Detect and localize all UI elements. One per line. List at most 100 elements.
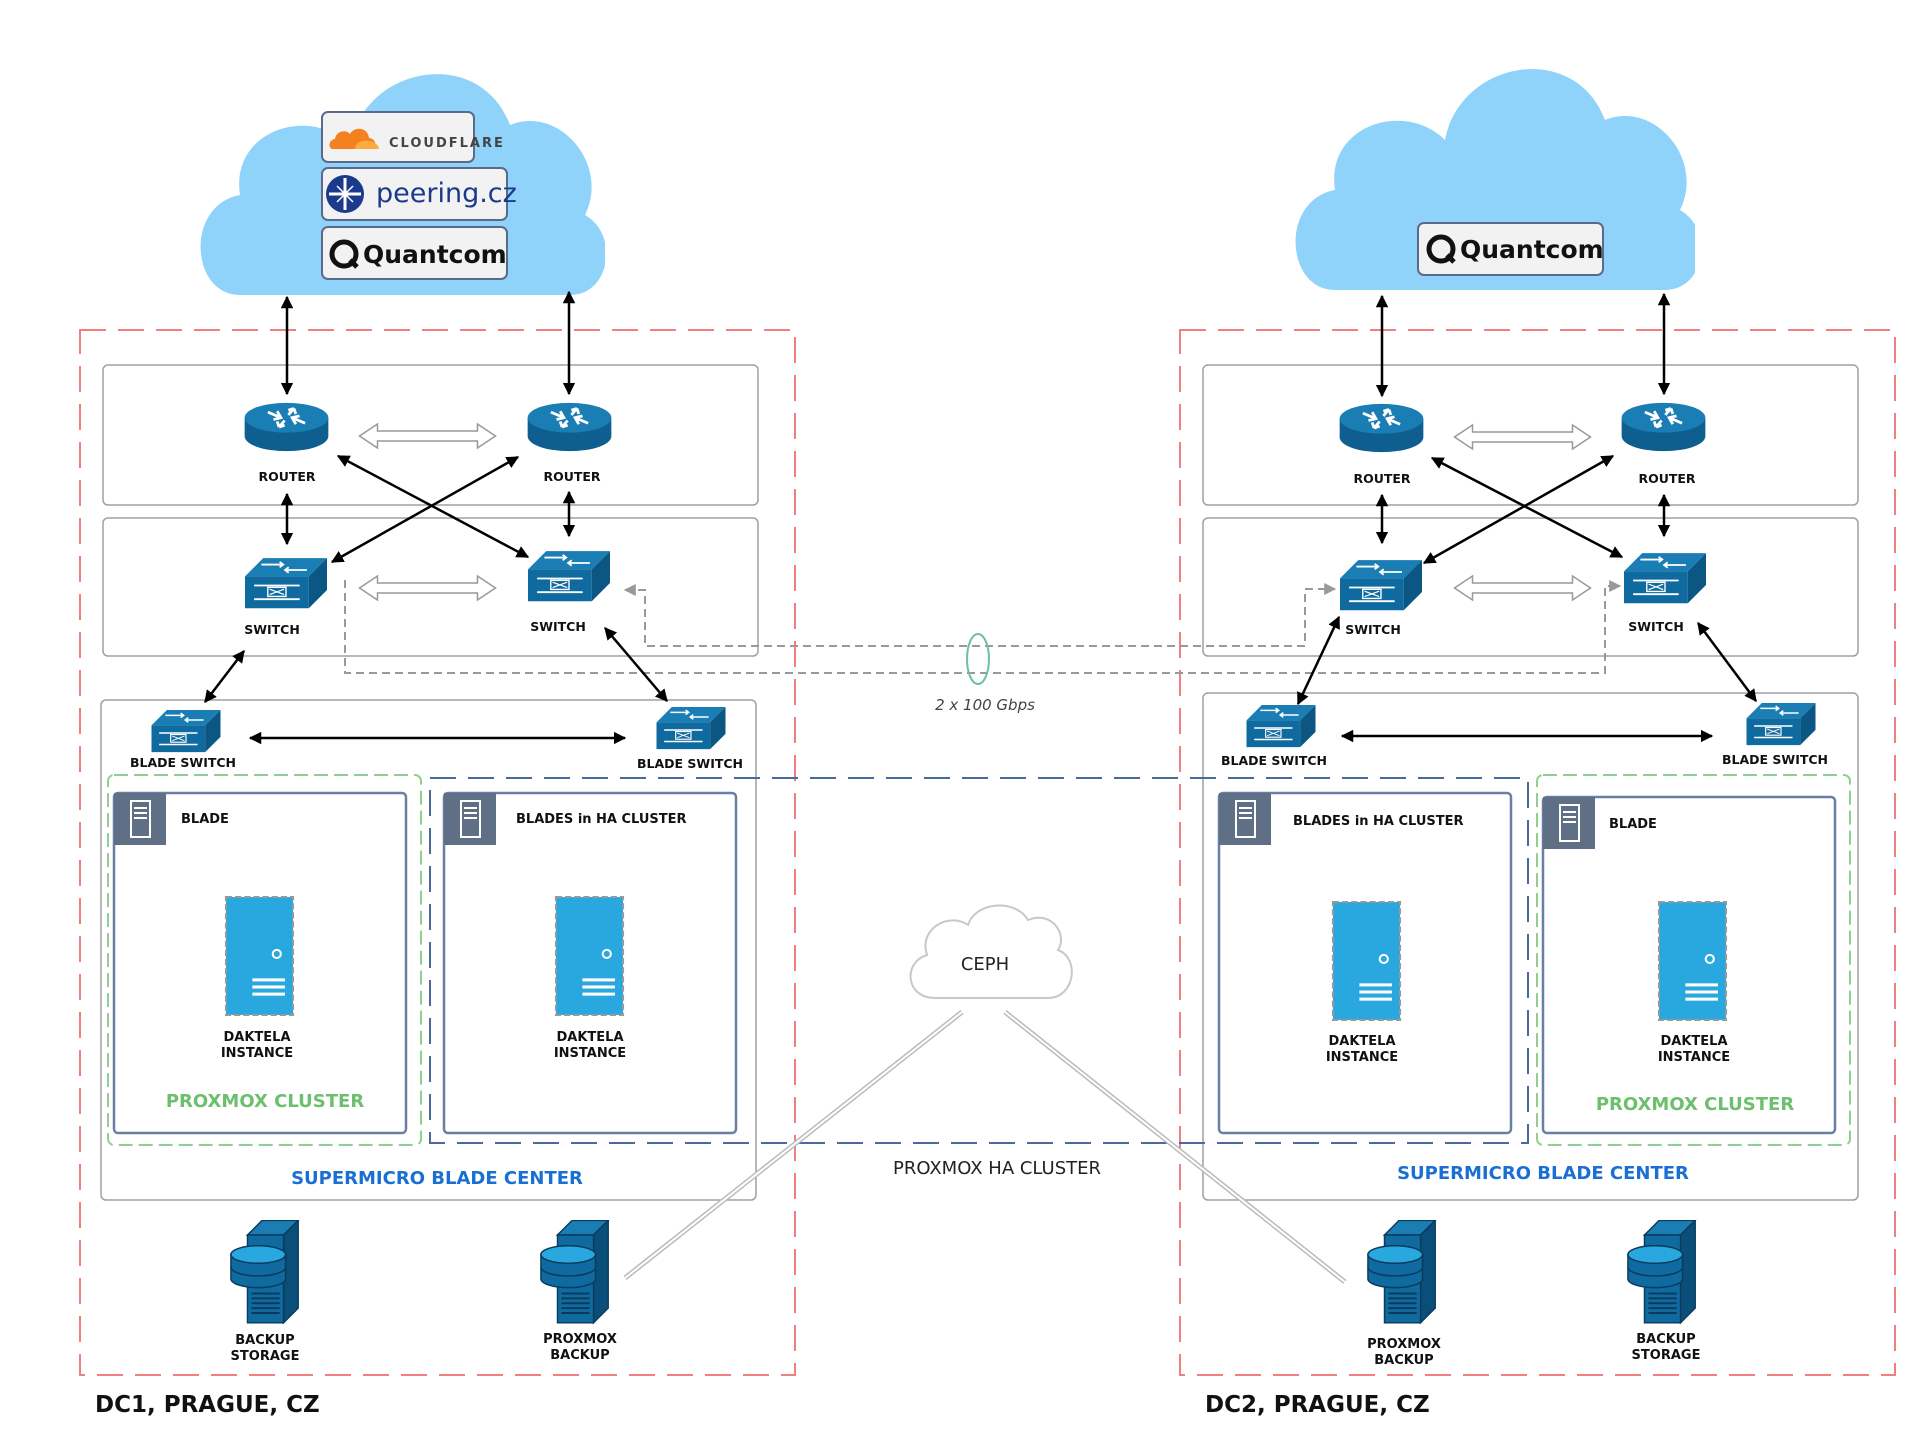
dc2-blades-ha-label: BLADES in HA CLUSTER — [1293, 814, 1464, 829]
svg-text:DAKTELA: DAKTELA — [223, 1030, 290, 1045]
provider-peering: peering.cz — [376, 178, 517, 209]
svg-text:INSTANCE: INSTANCE — [1326, 1050, 1398, 1065]
svg-text:DAKTELA: DAKTELA — [1660, 1034, 1727, 1049]
router-icon — [1338, 402, 1425, 454]
dc-interconnect — [344, 580, 1622, 674]
peering-badge: peering.cz — [321, 167, 517, 221]
svg-text:DAKTELA: DAKTELA — [1328, 1034, 1395, 1049]
dc1-proxmox-cluster-box — [107, 774, 422, 1146]
link-speed-label: 2 x 100 Gbps — [935, 696, 1035, 714]
quantcom-badge-dc1: Quantcom — [321, 226, 508, 280]
dc1-daktela-instance: DAKTELA INSTANCE — [221, 895, 295, 1061]
server-icon — [554, 895, 625, 1017]
dc1-switch-1-label: SWITCH — [244, 622, 300, 637]
svg-text:INSTANCE: INSTANCE — [1658, 1050, 1730, 1065]
server-icon — [224, 895, 295, 1017]
dc1-supermicro-label: SUPERMICRO BLADE CENTER — [291, 1168, 583, 1189]
dc2-blade-switch-1-label: BLADE SWITCH — [1221, 753, 1327, 768]
dc1-switch-2-label: SWITCH — [530, 619, 586, 634]
switch-icon — [527, 550, 611, 603]
cloudflare-badge: CLOUDFLARE — [321, 111, 505, 163]
svg-text:PROXMOX: PROXMOX — [1367, 1337, 1441, 1352]
dc2-daktela-instance: DAKTELA INSTANCE — [1657, 900, 1730, 1065]
storage-icon — [229, 1220, 300, 1324]
ceph-link-dc2 — [1003, 1010, 1347, 1284]
dc1-router-2-label: ROUTER — [543, 469, 600, 484]
dc2-router-2-label: ROUTER — [1638, 471, 1695, 486]
peering-logo-icon — [326, 175, 364, 213]
provider-cloudflare: CLOUDFLARE — [389, 136, 505, 151]
blade-server-icon — [114, 793, 166, 845]
blade-switch-icon — [655, 706, 727, 750]
dc2-proxmox-backup: PROXMOX BACKUP — [1366, 1220, 1441, 1368]
svg-text:BACKUP: BACKUP — [1374, 1353, 1433, 1368]
dc1-blades-ha-label: BLADES in HA CLUSTER — [516, 812, 687, 827]
dc2-switch-peer-link — [1453, 575, 1592, 601]
dc1-blade-center — [100, 699, 757, 1201]
dc2-blade-label: BLADE — [1609, 817, 1657, 832]
svg-text:STORAGE: STORAGE — [231, 1349, 300, 1364]
blade-switch-icon — [150, 709, 222, 753]
dc1-backup-storage: BACKUP STORAGE — [229, 1220, 300, 1364]
svg-text:DAKTELA: DAKTELA — [556, 1030, 623, 1045]
quantcom-badge-dc2: Quantcom — [1417, 222, 1604, 276]
dc2-backup-storage: BACKUP STORAGE — [1626, 1220, 1701, 1363]
server-icon — [1657, 900, 1728, 1022]
dc1-blade-label: BLADE — [181, 812, 229, 827]
dc2-links — [1296, 292, 1758, 743]
blade-switch-icon — [1745, 702, 1817, 746]
dc2-title: DC2, PRAGUE, CZ — [1205, 1392, 1430, 1418]
svg-text:INSTANCE: INSTANCE — [221, 1046, 293, 1061]
quantcom-logo-icon — [329, 239, 359, 269]
svg-text:STORAGE: STORAGE — [1632, 1348, 1701, 1363]
svg-text:BACKUP: BACKUP — [550, 1348, 609, 1363]
proxmox-ha-cluster-box — [429, 777, 1529, 1144]
router-icon — [526, 401, 613, 453]
blade-server-icon — [1219, 793, 1271, 845]
dc2-blade-switch-2-label: BLADE SWITCH — [1722, 752, 1828, 767]
dc1-proxmox-backup: PROXMOX BACKUP — [539, 1220, 617, 1363]
blade-switch-icon — [1245, 704, 1317, 748]
storage-icon — [1626, 1220, 1697, 1324]
dc2-router-peer-link — [1453, 424, 1592, 450]
quantcom-logo-icon — [1426, 234, 1456, 264]
dc1-links — [204, 290, 668, 745]
dc2-switch-1-label: SWITCH — [1345, 622, 1401, 637]
ceph-link-dc1 — [623, 1010, 964, 1280]
router-icon — [243, 401, 330, 453]
switch-icon — [244, 557, 328, 610]
blade-server-icon — [1543, 797, 1595, 849]
storage-icon — [1366, 1220, 1437, 1324]
provider-quantcom-dc2: Quantcom — [1460, 235, 1604, 264]
switch-icon — [1339, 559, 1423, 612]
dc1-blade-switch-2-label: BLADE SWITCH — [637, 756, 743, 771]
dc2-switch-2-label: SWITCH — [1628, 619, 1684, 634]
dc2-proxmox-cluster-box — [1536, 774, 1851, 1146]
dc1-router-1-label: ROUTER — [258, 469, 315, 484]
dc2-proxmox-cluster-label: PROXMOX CLUSTER — [1596, 1094, 1795, 1115]
dc1-switch-peer-link — [358, 575, 497, 601]
server-icon — [1331, 900, 1402, 1022]
ceph-cloud: CEPH — [909, 904, 1073, 999]
dc1-ha-daktela-instance: DAKTELA INSTANCE — [554, 895, 626, 1061]
dc1-proxmox-cluster-label: PROXMOX CLUSTER — [166, 1091, 365, 1112]
storage-icon — [539, 1220, 610, 1324]
svg-text:BACKUP: BACKUP — [1636, 1332, 1695, 1347]
dc2-boundary — [1179, 329, 1896, 1376]
dc2-router-1-label: ROUTER — [1353, 471, 1410, 486]
dc1-boundary — [79, 329, 796, 1376]
dc1-title: DC1, PRAGUE, CZ — [95, 1392, 320, 1418]
dc2-supermicro-label: SUPERMICRO BLADE CENTER — [1397, 1163, 1689, 1184]
router-icon — [1620, 401, 1707, 453]
switch-icon — [1623, 552, 1707, 605]
dc1-router-peer-link — [358, 423, 497, 449]
blade-server-icon — [444, 793, 496, 845]
ceph-label: CEPH — [961, 954, 1009, 975]
provider-quantcom-dc1: Quantcom — [363, 240, 507, 269]
proxmox-ha-cluster-label: PROXMOX HA CLUSTER — [893, 1158, 1101, 1179]
dc2-ha-daktela-instance: DAKTELA INSTANCE — [1326, 900, 1402, 1065]
link-bundle-ellipse — [966, 633, 990, 685]
dc2-blade-center — [1202, 692, 1859, 1201]
svg-text:INSTANCE: INSTANCE — [554, 1046, 626, 1061]
